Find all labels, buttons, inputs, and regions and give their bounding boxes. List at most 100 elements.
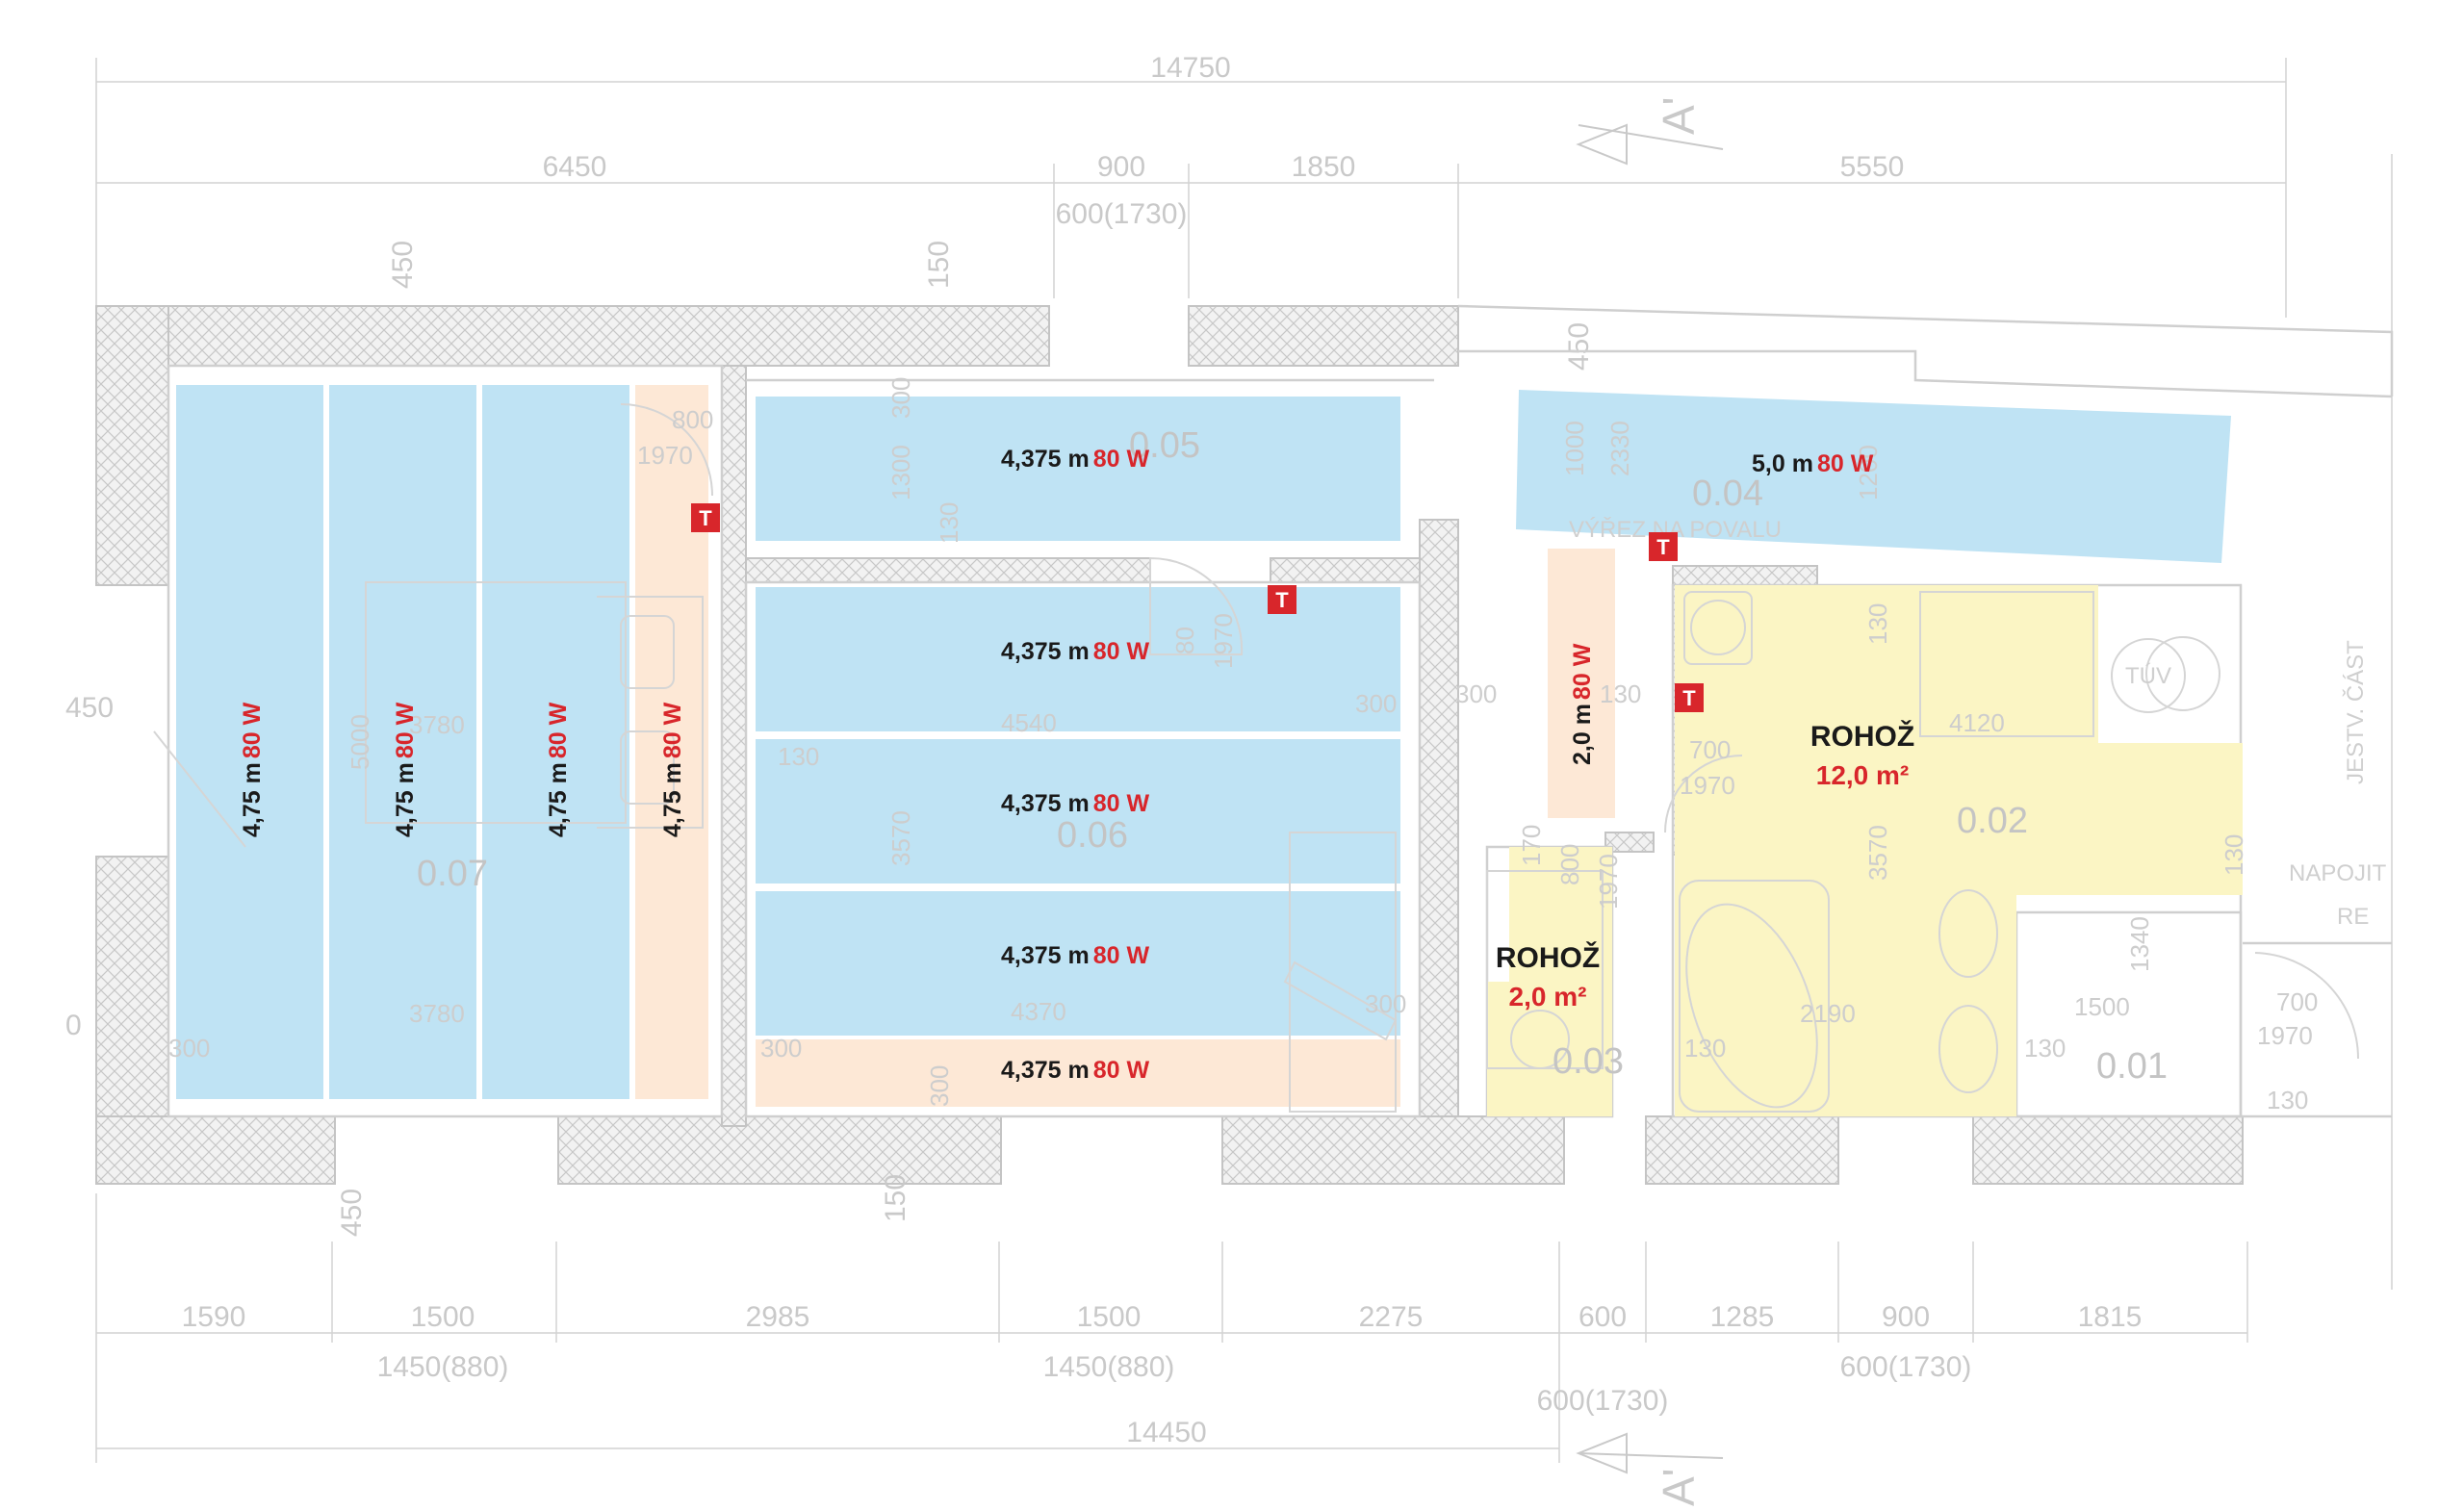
- room-number-006: 0.06: [1057, 815, 1128, 856]
- dim-right-130b: 130: [1684, 1034, 1726, 1063]
- mat-bathroom-area: 12,0 m²: [1816, 760, 1910, 790]
- top-dimension-lines: [95, 58, 2393, 1290]
- dim-right-2190: 2190: [1800, 999, 1856, 1028]
- dim-mid-1300: 1300: [886, 445, 915, 500]
- top-total-dimension: 14750: [1150, 52, 1230, 84]
- note-existing-part: JESTV. ČÁST: [2342, 640, 2369, 784]
- dim-right-1970: 1970: [1680, 771, 1735, 800]
- dim-mid-130: 130: [935, 502, 963, 544]
- mat-wc-area: 2,0 m²: [1509, 982, 1587, 1012]
- room-number-003: 0.03: [1553, 1041, 1624, 1082]
- section-label-bottom: A': [1654, 1469, 1704, 1506]
- dim-mid-1970: 1970: [1209, 613, 1238, 669]
- dim-room-left-3780b: 3780: [409, 999, 465, 1028]
- strip-label-5: 4,375 m 80 W: [1001, 446, 1150, 473]
- heating-strip-2: [329, 385, 476, 1099]
- top-vertical-450: 450: [387, 241, 419, 289]
- top-vertical-150: 150: [923, 241, 955, 289]
- room-dimensions: 5000 3780 3780 300 800 1970 1300 300 130…: [168, 377, 2318, 1114]
- bottom-dimension-lines: [95, 1193, 2248, 1463]
- bottom-sub-dimension-1: 1450(880): [377, 1351, 509, 1383]
- top-dimension-3: 1850: [1292, 151, 1356, 183]
- strip-label-3: 4,75 m 80 W: [545, 702, 572, 837]
- dim-mid-300d: 300: [760, 1034, 802, 1063]
- dim-right-1970b: 1970: [2257, 1021, 2313, 1050]
- dim-mid-300e: 300: [925, 1065, 954, 1107]
- thermostat-icon: T: [1675, 683, 1704, 712]
- strip-label-11: 2,0 m 80 W: [1569, 643, 1596, 765]
- thermostat-icon: T: [1268, 585, 1296, 614]
- heating-strip-9: [756, 1039, 1400, 1107]
- strip-label-7: 4,375 m 80 W: [1001, 790, 1150, 817]
- dim-right-700: 700: [1689, 735, 1731, 764]
- strip-label-10: 5,0 m 80 W: [1752, 450, 1874, 477]
- svg-text:T: T: [699, 506, 712, 530]
- room-number-005: 0.05: [1129, 425, 1200, 466]
- bottom-dimension-9: 1815: [2078, 1301, 2143, 1333]
- note-re: RE: [2337, 904, 2369, 930]
- mat-wc-label: ROHOŽ: [1496, 941, 1600, 974]
- dim-mid-300b: 300: [1355, 689, 1397, 718]
- dim-mid-4540: 4540: [1001, 708, 1057, 737]
- heating-strip-1: [176, 385, 323, 1099]
- heating-strip-10: [1516, 390, 2231, 563]
- walls: [95, 305, 2244, 1185]
- bottom-sub-dimension-2: 1450(880): [1043, 1351, 1175, 1383]
- dim-mid-3570: 3570: [886, 810, 915, 866]
- room-number-007: 0.07: [417, 854, 488, 894]
- dim-right-800: 800: [1555, 844, 1584, 885]
- dim-right-1000: 1000: [1560, 421, 1589, 476]
- bottom-dimension-2: 1500: [411, 1301, 475, 1333]
- heating-mat-wc: [1487, 847, 1612, 1116]
- heating-mat-bathroom: [1675, 585, 2243, 1116]
- bottom-sub-dimension-3: 600(1730): [1537, 1385, 1669, 1417]
- room-number-002: 0.02: [1957, 801, 2028, 841]
- dim-right-130c: 130: [2024, 1034, 2066, 1063]
- top-vertical-450-right: 450: [1563, 322, 1595, 371]
- bottom-dimension-1: 1590: [182, 1301, 246, 1333]
- strip-label-1: 4,75 m 80 W: [239, 702, 266, 837]
- bottom-dimension-8: 900: [1882, 1301, 1930, 1333]
- bottom-total-dimension: 14450: [1126, 1417, 1206, 1448]
- left-edge-450: 450: [65, 692, 114, 724]
- dim-right-700b: 700: [2276, 987, 2318, 1016]
- bottom-vertical-450: 450: [336, 1189, 368, 1237]
- note-connect: NAPOJIT: [2289, 860, 2387, 886]
- dim-right-4120: 4120: [1949, 708, 2005, 737]
- bottom-dimension-6: 600: [1578, 1301, 1627, 1333]
- dim-right-130: 130: [1600, 679, 1641, 708]
- dim-mid-80: 80: [1170, 627, 1199, 654]
- heating-strip-labels: 4,75 m 80 W 4,75 m 80 W 4,75 m 80 W 4,75…: [239, 446, 1874, 1084]
- strip-label-8: 4,375 m 80 W: [1001, 942, 1150, 969]
- thermostat-icon: T: [691, 503, 720, 532]
- dim-right-2330: 2330: [1605, 421, 1634, 476]
- mat-bathroom-label: ROHOŽ: [1810, 720, 1914, 753]
- boiler-icon: [2111, 638, 2186, 713]
- heating-strip-11: [1548, 549, 1615, 818]
- bottom-vertical-150: 150: [880, 1174, 911, 1222]
- dim-mid-130b: 130: [778, 742, 819, 771]
- section-mark-top: A': [1576, 97, 1724, 166]
- room-number-004: 0.04: [1692, 474, 1763, 514]
- bottom-sub-dimension-4: 600(1730): [1840, 1351, 1972, 1383]
- heating-strip-3: [482, 385, 629, 1099]
- bottom-dimension-7: 1285: [1710, 1301, 1775, 1333]
- heating-strip-8: [756, 891, 1400, 1036]
- dim-right-3570: 3570: [1863, 825, 1892, 881]
- heating-strip-5: [756, 397, 1400, 541]
- dim-right-1500: 1500: [2074, 992, 2130, 1021]
- dim-right-130e: 130: [1863, 603, 1892, 645]
- svg-text:T: T: [1275, 588, 1289, 612]
- bottom-dimension-3: 2985: [746, 1301, 810, 1333]
- dim-room-left-1970: 1970: [637, 441, 693, 470]
- dim-mid-300: 300: [886, 377, 915, 419]
- strip-label-4: 4,75 m 80 W: [659, 702, 686, 837]
- strip-label-9: 4,375 m 80 W: [1001, 1057, 1150, 1084]
- thermostat-markers: T T T T: [691, 503, 1704, 712]
- top-sub-dimension: 600(1730): [1056, 198, 1188, 230]
- bottom-dimension-5: 2275: [1359, 1301, 1424, 1333]
- dim-room-left-300: 300: [168, 1034, 210, 1063]
- svg-text:T: T: [1656, 535, 1670, 559]
- top-dimension-2: 900: [1097, 151, 1145, 183]
